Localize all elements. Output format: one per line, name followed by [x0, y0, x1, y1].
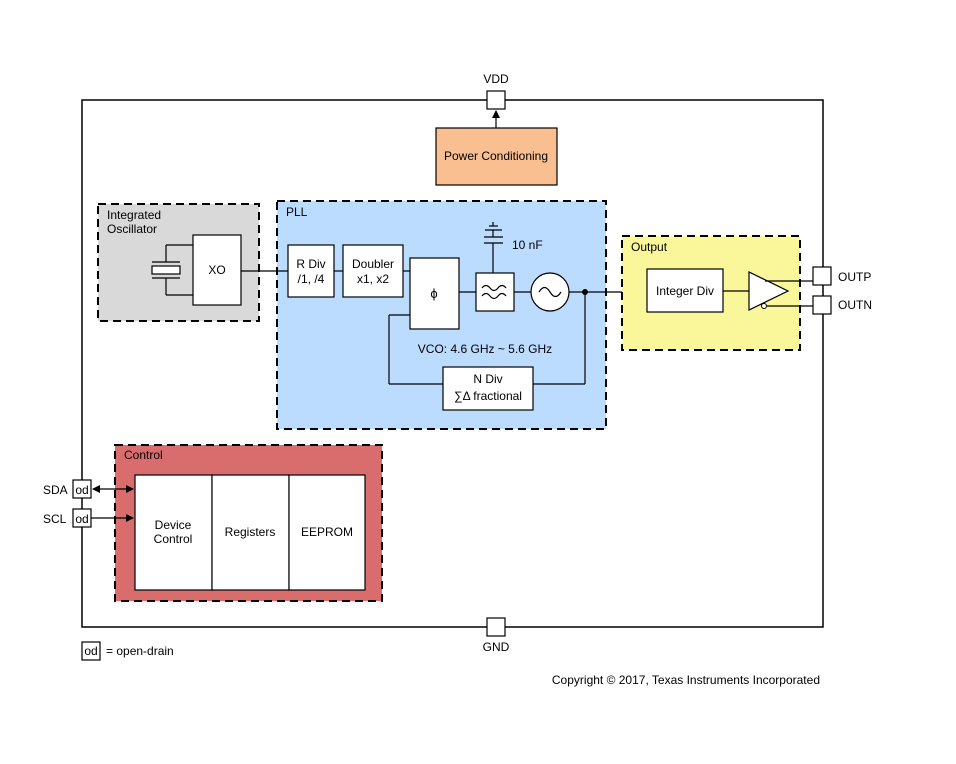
vdd-pin — [486, 90, 506, 110]
r-div-block — [287, 244, 335, 298]
r-div-label-line2: /1, /4 — [298, 272, 325, 286]
outp-pin-label: OUTP — [838, 270, 871, 284]
copyright-text: Copyright © 2017, Texas Instruments Inco… — [552, 673, 820, 687]
scl-od-label: od — [75, 512, 88, 526]
legend-text: = open-drain — [106, 644, 174, 658]
doubler-label-line1: Doubler — [352, 257, 394, 271]
pll-title: PLL — [286, 205, 308, 219]
doubler-block — [342, 244, 404, 298]
inverting-bubble-icon — [761, 303, 767, 309]
outn-pin — [812, 295, 832, 315]
n-div-label-line2: ∑Δ fractional — [454, 389, 522, 403]
xo-label: XO — [208, 263, 225, 277]
eeprom-block — [288, 474, 366, 591]
legend-od-label: od — [84, 644, 97, 658]
gnd-pin — [486, 617, 506, 637]
device-control-block — [134, 474, 213, 591]
r-div-label-line1: R Div — [296, 257, 325, 271]
eeprom-label: EEPROM — [301, 525, 353, 539]
scl-pin-label: SCL — [43, 512, 67, 526]
device-control-label-line1: Device — [155, 518, 192, 532]
sda-pin — [72, 479, 92, 499]
phase-detector-block — [409, 257, 460, 330]
control-title: Control — [124, 448, 163, 462]
device-control-label-line2: Control — [154, 532, 193, 546]
oscillator-title-line2: Oscillator — [107, 222, 157, 236]
capacitor-label: 10 nF — [512, 238, 543, 252]
output-title: Output — [631, 240, 668, 254]
filter-icon — [481, 284, 507, 300]
sda-pin-label: SDA — [43, 483, 68, 497]
doubler-label-line2: x1, x2 — [357, 272, 389, 286]
registers-label: Registers — [225, 525, 276, 539]
capacitor-icon — [484, 222, 503, 273]
vco-range-label: VCO: 4.6 GHz ~ 5.6 GHz — [418, 342, 552, 356]
xo-block — [192, 234, 242, 306]
gnd-pin-label: GND — [483, 640, 510, 654]
sda-od-label: od — [75, 483, 88, 497]
oscillator-title-line1: Integrated — [107, 208, 161, 222]
integer-div-label: Integer Div — [656, 284, 714, 298]
phase-detector-label: ϕ — [430, 286, 437, 301]
n-div-block — [442, 366, 534, 411]
vdd-pin-label: VDD — [483, 72, 509, 86]
outp-pin — [812, 266, 832, 286]
outn-pin-label: OUTN — [838, 298, 872, 312]
power-conditioning-block — [435, 127, 558, 186]
crystal-icon — [151, 244, 193, 296]
n-div-label-line1: N Div — [473, 372, 502, 386]
registers-block — [211, 474, 290, 591]
power-conditioning-label: Power Conditioning — [444, 149, 548, 163]
legend-od-box — [81, 641, 101, 661]
sine-wave-icon — [538, 286, 562, 298]
loop-filter-block — [475, 272, 515, 312]
